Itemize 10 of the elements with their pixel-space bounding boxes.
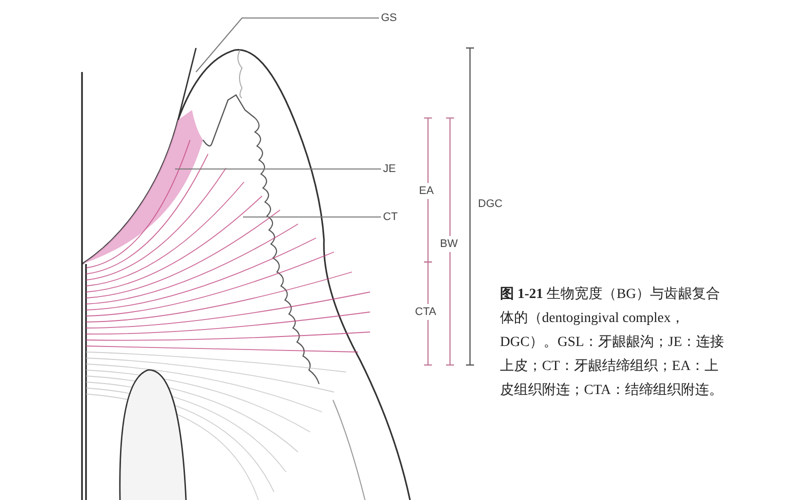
part-label: GS — [381, 11, 397, 26]
leader-line — [242, 216, 382, 218]
leader-line — [174, 168, 382, 170]
dimension-label: CTA — [414, 304, 438, 320]
figure-caption: 图 1-21 生物宽度（BG）与齿龈复合体的（dentogingival complex，DGC）。GSL：牙龈龈沟；JE：连接上皮；CT：牙龈结缔组织；EA：上皮组织附连；CTA：结缔组织附连。 — [500, 285, 726, 400]
part-label: CT — [383, 210, 398, 225]
dimension-label: EA — [418, 183, 435, 199]
leader-line — [196, 18, 380, 72]
part-label: JE — [383, 162, 396, 177]
dimension-label: BW — [439, 236, 459, 252]
